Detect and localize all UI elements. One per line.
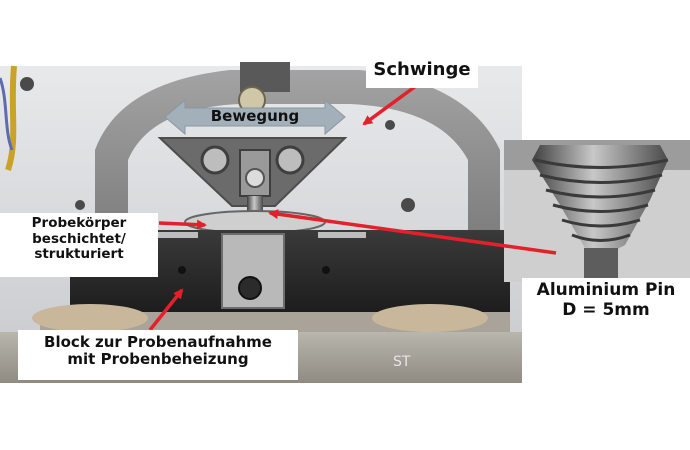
- label-schwinge: Schwinge: [366, 54, 478, 88]
- annotation-arrows: [148, 81, 557, 332]
- pin-holder-screw: [245, 168, 265, 188]
- label-pin-line2: D = 5mm: [562, 299, 650, 320]
- label-probe-line3: strukturiert: [34, 246, 124, 263]
- holder-hole-right: [275, 145, 305, 175]
- label-aluminium-pin: Aluminium Pin D = 5mm: [522, 278, 690, 332]
- block-hole-left: [178, 266, 186, 274]
- block-slot-right: [318, 232, 366, 238]
- arrow-block: [148, 288, 184, 332]
- clamp-bolt: [238, 276, 262, 300]
- label-bewegung: Bewegung: [210, 107, 300, 125]
- cable-blue: [0, 77, 14, 151]
- arrow-pin: [268, 209, 557, 255]
- label-block-line2: mit Probenbeheizung: [67, 350, 249, 369]
- pin-inset: [504, 140, 690, 282]
- block-slot-left: [150, 232, 198, 238]
- label-block-line1: Block zur Probenaufnahme: [44, 333, 272, 351]
- label-schwinge-text: Schwinge: [373, 59, 471, 80]
- block-hole-right: [322, 266, 330, 274]
- stamp-text: ST: [393, 354, 411, 370]
- label-probe-line2: beschichtet/: [32, 230, 126, 247]
- label-probekoerper: Probekörper beschichtet/ strukturiert: [0, 213, 158, 277]
- movement-double-arrow: [164, 98, 346, 136]
- base-roller-left: [32, 304, 148, 332]
- label-block: Block zur Probenaufnahme mit Probenbehei…: [18, 330, 298, 380]
- cable-left: [5, 65, 17, 171]
- label-probe-line1: Probekörper: [31, 215, 127, 231]
- arrow-probe: [158, 219, 207, 230]
- holder-hole-left: [200, 145, 230, 175]
- label-pin-line1: Aluminium Pin: [536, 280, 676, 300]
- arrow-schwinge: [362, 81, 422, 126]
- base-roller-right: [372, 304, 488, 332]
- specimen-disk: [184, 210, 326, 234]
